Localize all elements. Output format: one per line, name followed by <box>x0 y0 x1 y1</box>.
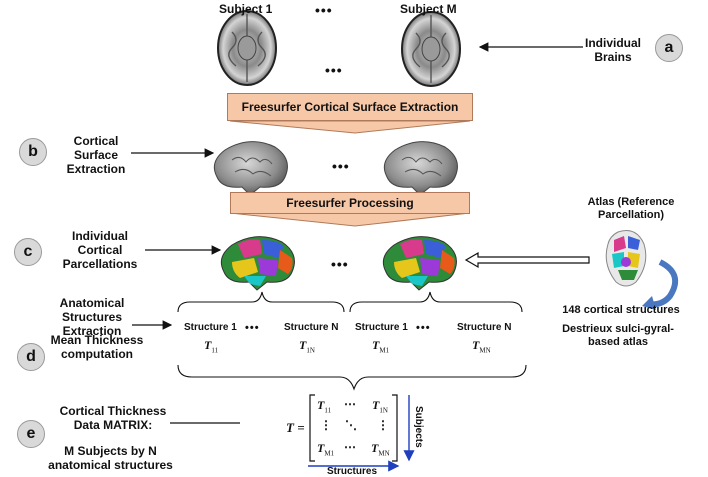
atlas-to-brain-arrow <box>464 251 590 269</box>
matrix-left-bracket <box>309 394 315 462</box>
atlas-structure-count: 148 cortical structures <box>562 304 680 316</box>
matrix-lhs: T = <box>286 420 305 435</box>
matrix-cell-t1n: T1N <box>372 398 388 415</box>
freesurfer-processing-box: Freesurfer Processing <box>230 192 470 214</box>
structures-ellipsis-m: ••• <box>416 322 431 334</box>
subject-m-label: Subject M <box>400 2 457 16</box>
structures-ellipsis-1: ••• <box>245 322 260 334</box>
stage-c-badge: c <box>14 238 42 266</box>
surfaces-ellipsis: ••• <box>332 158 350 174</box>
matrix-cell-t11: T11 <box>317 398 332 415</box>
stage-b-label: Cortical Surface Extraction <box>66 134 126 176</box>
structure-n-subject-m: Structure N <box>457 322 512 333</box>
mri-brain-subject-m <box>401 11 461 87</box>
atlas-image <box>605 230 647 287</box>
subjects-ellipsis: ••• <box>315 2 333 18</box>
brains-ellipsis: ••• <box>325 62 343 78</box>
stage-a-badge: a <box>655 34 683 62</box>
stage-d-badge: d <box>17 343 45 371</box>
processing-chevron <box>229 212 471 227</box>
stage-e-label-top: Cortical Thickness Data MATRIX: <box>59 404 167 432</box>
matrix-vdots-left: ⋮ <box>320 418 332 432</box>
atlas-curved-arrow <box>647 259 679 308</box>
subject-1-label: Subject 1 <box>219 2 273 16</box>
matrix-cell-tm1: TM1 <box>317 441 335 458</box>
brace-subject-m <box>349 291 523 313</box>
structure-1-subject-1: Structure 1 <box>184 322 237 333</box>
matrix-hdots-bottom: ⋯ <box>344 440 356 454</box>
t-mn-label: TMN <box>472 338 491 355</box>
subjects-axis-label-wrap: Subjects <box>412 406 426 448</box>
subjects-axis-label: Subjects <box>413 406 424 448</box>
cortical-surface-brain-1 <box>213 141 288 196</box>
atlas-title: Atlas (Reference Parcellation) <box>587 196 675 221</box>
cortical-surface-brain-m <box>383 141 458 196</box>
stage-e-label-bottom: M Subjects by N anatomical structures <box>48 444 173 472</box>
stage-d-label-top: Anatomical Structures Extraction <box>59 296 125 338</box>
structure-n-subject-1: Structure N <box>284 322 339 333</box>
brace-subject-1 <box>177 291 345 313</box>
t-1n-label: T1N <box>299 338 315 355</box>
structure-1-subject-m: Structure 1 <box>355 322 408 333</box>
matrix-cell-tmn: TMN <box>371 441 390 458</box>
freesurfer-extraction-box: Freesurfer Cortical Surface Extraction <box>227 93 473 121</box>
parcellated-brain-m <box>382 236 457 291</box>
mri-brain-subject-1 <box>217 10 277 86</box>
brace-all-structures <box>177 364 527 391</box>
stage-d-label-bottom: Mean Thickness computation <box>50 333 144 361</box>
structures-axis-label: Structures <box>327 466 378 477</box>
parcellated-brain-1 <box>220 236 295 291</box>
matrix-hdots-top: ⋯ <box>344 397 356 411</box>
stage-e-badge: e <box>17 420 45 448</box>
stage-c-label: Individual Cortical Parcellations <box>62 229 138 271</box>
matrix-vdots-right: ⋮ <box>377 418 389 432</box>
t-11-label: T11 <box>204 338 219 355</box>
t-m1-label: TM1 <box>372 338 390 355</box>
atlas-description: Destrieux sulci-gyral-based atlas <box>562 323 674 348</box>
parcellations-ellipsis: ••• <box>331 256 349 272</box>
matrix-right-bracket <box>392 394 398 462</box>
matrix-ddots: ⋱ <box>345 418 357 432</box>
stage-b-badge: b <box>19 138 47 166</box>
stage-a-label: Individual Brains <box>584 36 641 64</box>
extraction-chevron <box>229 120 471 134</box>
